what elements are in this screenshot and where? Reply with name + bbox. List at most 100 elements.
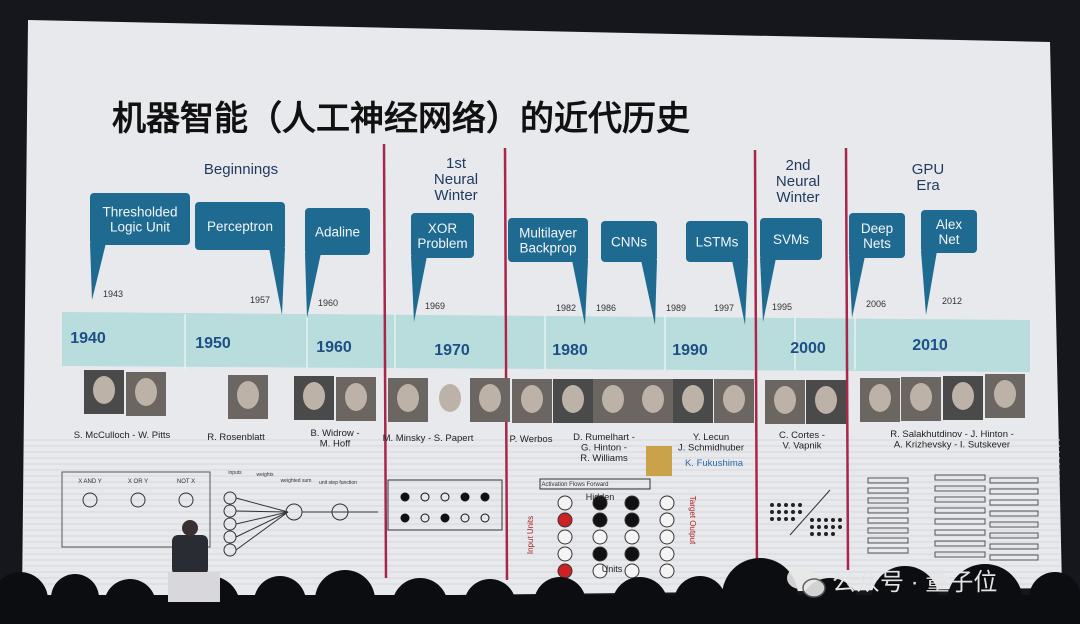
callout-year: 1943 (103, 289, 123, 299)
backprop-label-line: Input Units (526, 516, 535, 554)
person-name: R. Rosenblatt (207, 432, 265, 443)
callout-year-line: 1982 (556, 303, 576, 313)
callout-label-line: Problem (417, 236, 467, 251)
network-node (659, 495, 675, 511)
alexnet-layer (934, 496, 986, 503)
callout-year-line: 1960 (318, 298, 338, 308)
network-node (592, 529, 608, 545)
audience-head (104, 579, 156, 624)
xor-point (440, 513, 450, 523)
year-label-line: 1986 (596, 303, 616, 313)
era-label-line: 1st (446, 155, 467, 172)
audience-head (534, 577, 586, 624)
svm-point (817, 525, 821, 529)
portrait-face (237, 381, 259, 409)
network-node (557, 529, 573, 545)
network-node (624, 495, 640, 511)
callout-label-line: SVMs (773, 232, 809, 247)
portrait-face (642, 385, 664, 413)
callout-year-line: 1995 (772, 302, 792, 312)
decade-label-line: 1990 (672, 342, 708, 359)
svm-margin (789, 489, 831, 536)
backprop-label: Units (602, 564, 623, 574)
portrait-face (345, 383, 367, 411)
decade-label-line: 2010 (912, 337, 948, 354)
svm-point (824, 532, 828, 536)
era-label-line: Winter (776, 189, 819, 206)
decade-label-line: 1980 (552, 342, 588, 359)
person-name: D. Rumelhart -G. Hinton -R. Williams (573, 432, 635, 464)
audience-head (722, 558, 798, 624)
callout-box (849, 213, 905, 258)
perceptron-label-line: weighted sum (281, 478, 312, 484)
era-divider (844, 147, 850, 571)
svm-point (798, 510, 802, 514)
network-node (659, 546, 675, 562)
person-name: C. Cortes -V. Vapnik (779, 430, 825, 452)
backprop-label: Target Output (688, 496, 697, 545)
decade-label-line: 1950 (195, 335, 231, 352)
person-name-line: R. Salakhutdinov - J. Hinton - (890, 429, 1014, 440)
callout-label-line: CNNs (611, 235, 647, 250)
alexnet-layer (934, 551, 986, 558)
era-label-line: GPU (912, 161, 945, 178)
decade-label-line: 2000 (790, 340, 826, 357)
callout-box (686, 221, 748, 262)
perceptron-label: unit step function (319, 480, 357, 486)
decade-label: 1960 (316, 339, 352, 356)
portrait-photo-fukushima (646, 446, 672, 476)
xor-point (480, 513, 490, 523)
callout-year-line: 2012 (942, 296, 962, 306)
callout-year: 1969 (425, 301, 445, 311)
svm-point (791, 503, 795, 507)
person-name-line: R. Williams (580, 453, 628, 464)
xor-point (460, 492, 470, 502)
watermark: 公众号 · 量子位 (787, 567, 997, 598)
alexnet-layer (989, 521, 1039, 528)
callout-label-line: Alex (936, 217, 963, 232)
xor-point (480, 492, 490, 502)
timeline-band (62, 312, 1030, 372)
backprop-label-line: Activation Flows Forward (541, 482, 608, 488)
xor-point (420, 513, 430, 523)
callout-label-line: Backprop (519, 241, 576, 256)
callout-pointer (849, 256, 865, 318)
network-node (659, 563, 675, 579)
portrait-face (869, 384, 891, 412)
network-node (557, 495, 573, 511)
logic-node (130, 492, 146, 508)
network-node (592, 495, 608, 511)
alexnet-layer (989, 488, 1039, 495)
wechat-icon (787, 567, 826, 598)
portrait-face (994, 380, 1016, 408)
audience-head (947, 564, 1023, 624)
perceptron-label: weights (257, 472, 274, 478)
backprop-label: Activation Flows Forward (541, 482, 608, 488)
callout-label-line: LSTMs (696, 235, 739, 250)
callout-pointer (732, 260, 748, 325)
weight-line (235, 511, 289, 525)
backprop-label: Hidden (586, 492, 615, 502)
svm-point (824, 518, 828, 522)
alexnet-layer (934, 518, 986, 525)
audience-head (464, 579, 516, 624)
perceptron-label-line: unit step function (319, 480, 357, 486)
audience-head (392, 578, 448, 624)
decade-label: 1940 (70, 330, 106, 347)
audience-silhouettes (0, 558, 1080, 624)
callout-pointer (411, 256, 427, 322)
audience-head (871, 566, 939, 624)
svm-point (777, 510, 781, 514)
decade-label-line: 1960 (316, 339, 352, 356)
callout-year: 1989 (666, 303, 686, 313)
callout-year: 1995 (772, 302, 792, 312)
person-name: R. Salakhutdinov - J. Hinton -A. Krizhev… (890, 429, 1014, 451)
portrait-face (93, 376, 115, 404)
